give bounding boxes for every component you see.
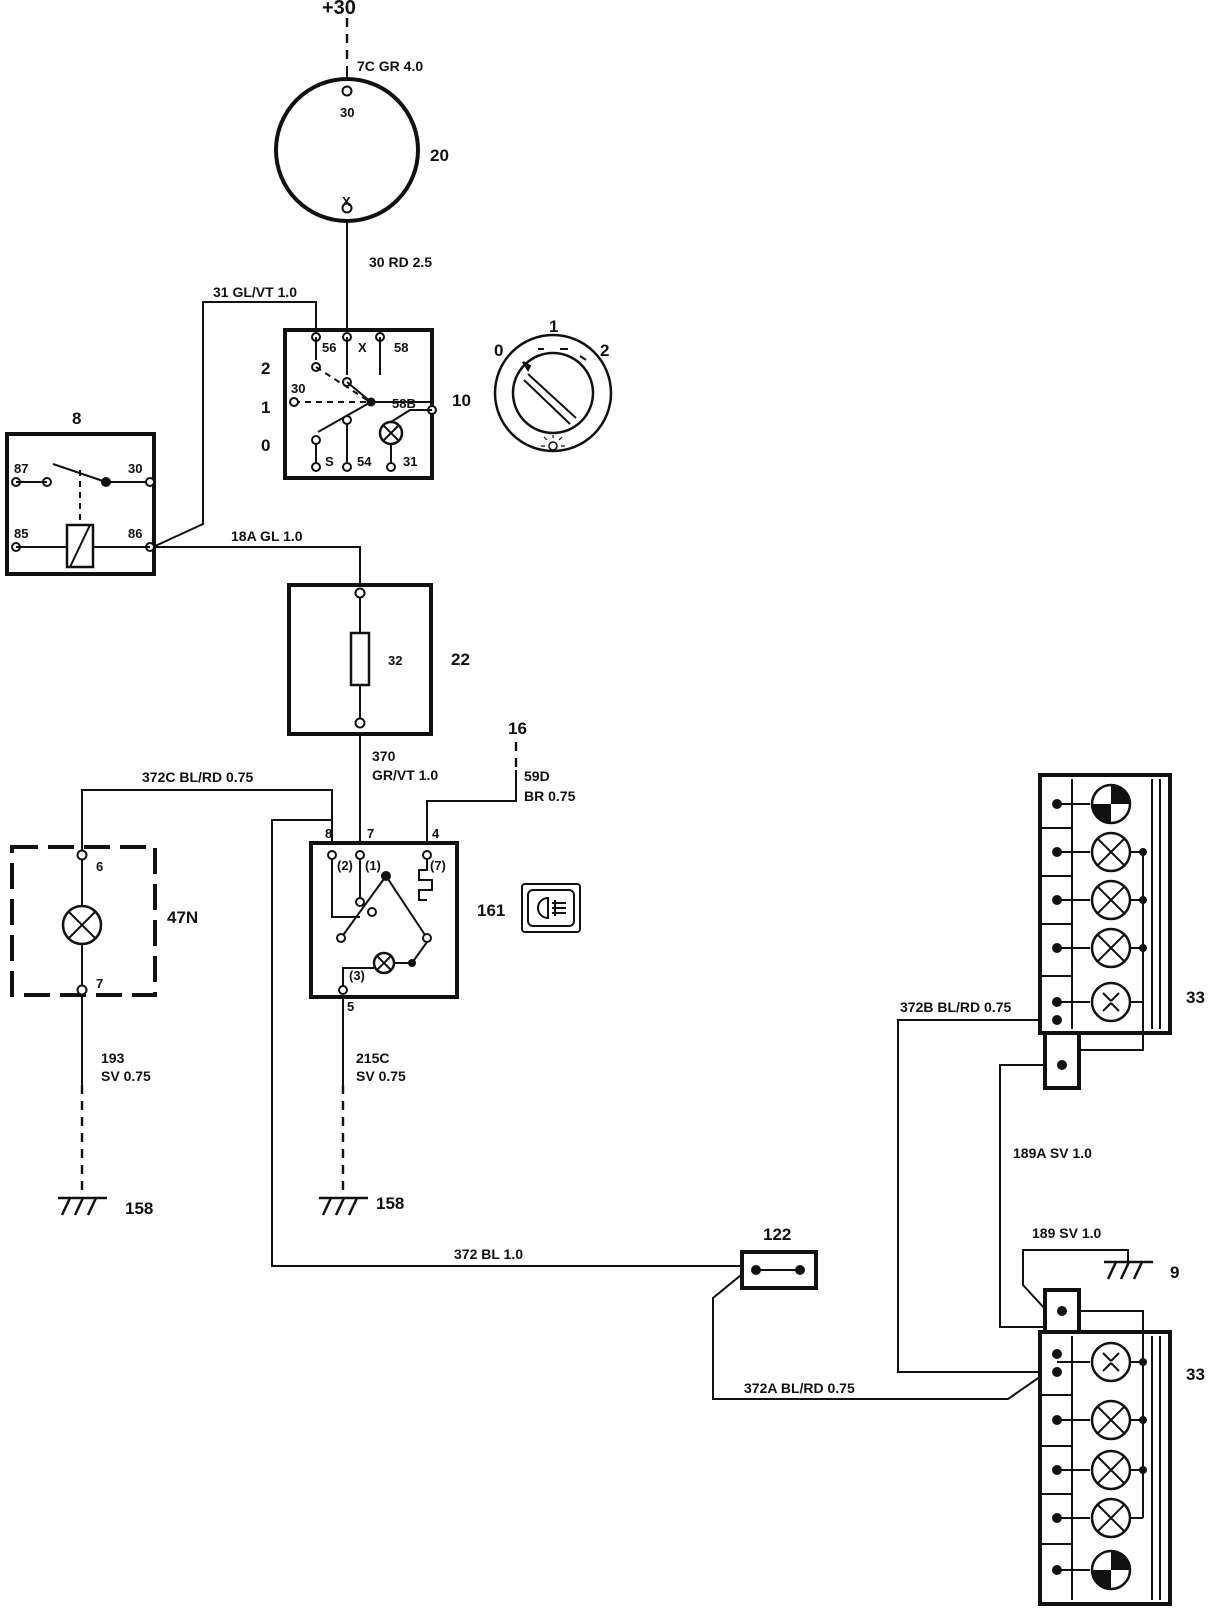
- label-30-rd: 30 RD 2.5: [369, 254, 432, 270]
- ground-mid-ref: 158: [376, 1194, 404, 1213]
- ground-left-ref: 158: [125, 1199, 153, 1218]
- label-193: 193: [101, 1050, 125, 1066]
- rotary-pos-1: 1: [549, 317, 558, 336]
- rear-fog-lamp-icon: [521, 883, 581, 933]
- fog-switch-inner-3: (3): [349, 968, 365, 983]
- fog-switch-pin-8: 8: [325, 826, 332, 841]
- connector-ref: 122: [763, 1225, 791, 1244]
- fuse-box-ref: 22: [451, 650, 470, 669]
- light-switch-pin-54: 54: [357, 454, 372, 469]
- light-switch-pos-1: 1: [261, 398, 270, 417]
- ignition-pin-30: 30: [340, 105, 354, 120]
- fog-switch-ref: 161: [477, 901, 505, 920]
- ground-left: 158: [58, 1196, 153, 1218]
- supply-label: +30: [322, 0, 356, 19]
- ignition-switch: 30 X 20: [274, 77, 449, 223]
- light-switch-pin-31: 31: [403, 454, 417, 469]
- light-switch-pin-30: 30: [291, 381, 305, 396]
- rear-lamp-lower: 33: [1038, 1288, 1205, 1606]
- rotary-pos-2: 2: [600, 341, 609, 360]
- ignition-terminal-30: [341, 85, 353, 97]
- label-59d-spec: BR 0.75: [524, 788, 576, 804]
- label-372b: 372B BL/RD 0.75: [900, 999, 1011, 1015]
- fuse-element: [349, 631, 371, 687]
- relay-ref: 8: [72, 409, 81, 428]
- connector-122: 122: [740, 1225, 818, 1290]
- light-switch: 56 X 58 30 58B S 54 31 2 1 0 10: [261, 328, 471, 480]
- indicator-pin-6: 6: [96, 859, 103, 874]
- light-switch-ref: 10: [452, 391, 471, 410]
- label-215c: 215C: [356, 1050, 389, 1066]
- label-372a: 372A BL/RD 0.75: [744, 1380, 855, 1396]
- rotary-pos-0: 0: [494, 341, 503, 360]
- wire-372a: [712, 1265, 1058, 1400]
- ground-mid: 158: [319, 1194, 404, 1216]
- ground-right-ref: 9: [1170, 1263, 1179, 1282]
- label-189a: 189A SV 1.0: [1013, 1145, 1092, 1161]
- ignition-ref: 20: [430, 146, 449, 165]
- label-215c-spec: SV 0.75: [356, 1068, 406, 1084]
- label-7c: 7C GR 4.0: [357, 58, 423, 74]
- label-372-bl: 372 BL 1.0: [454, 1246, 523, 1262]
- label-193-spec: SV 0.75: [101, 1068, 151, 1084]
- fog-switch-pin-4: 4: [432, 826, 440, 841]
- relay: 87 30 85 86 8: [5, 409, 156, 576]
- light-switch-pin-56: 56: [322, 340, 336, 355]
- rear-lamp-upper-ref: 33: [1186, 988, 1205, 1007]
- rear-lamp-upper: 33: [1038, 773, 1205, 1090]
- label-189: 189 SV 1.0: [1032, 1225, 1101, 1241]
- fog-switch-inner-1: (1): [365, 858, 381, 873]
- relay-pin-85: 85: [14, 526, 28, 541]
- label-59d: 59D: [524, 768, 550, 784]
- indicator-lamp: 6 7 47N: [10, 845, 198, 997]
- relay-pin-30: 30: [128, 461, 142, 476]
- rear-lamp-lower-ref: 33: [1186, 1365, 1205, 1384]
- fog-switch-inner-7: (7): [430, 858, 446, 873]
- wire-labels: +30 7C GR 4.0 30 RD 2.5 31 GL/VT 1.0 18A…: [101, 0, 1101, 1396]
- indicator-ref: 47N: [167, 908, 198, 927]
- wire-372b: [897, 1019, 1057, 1373]
- label-370: 370: [372, 748, 396, 764]
- light-switch-pin-x: X: [358, 340, 367, 355]
- indicator-pin-7: 7: [96, 976, 103, 991]
- relay-pin-86: 86: [128, 526, 142, 541]
- ref-16: 16: [508, 719, 527, 738]
- relay-pin-87: 87: [14, 461, 28, 476]
- label-31-glvt: 31 GL/VT 1.0: [213, 284, 297, 300]
- light-switch-pos-2: 2: [261, 359, 270, 378]
- rotary-switch-symbol: 1 0 2: [493, 317, 613, 453]
- wire-372-bl: [271, 819, 752, 1267]
- wires: [80, 18, 1129, 1400]
- fog-switch-pin-7: 7: [367, 826, 374, 841]
- light-switch-pin-s: S: [325, 454, 334, 469]
- light-switch-pos-0: 0: [261, 436, 270, 455]
- fuse-number: 32: [388, 653, 402, 668]
- ground-right: 9: [1104, 1260, 1179, 1282]
- ignition-terminal-x: [341, 202, 353, 214]
- ignition-pin-x: X: [342, 194, 351, 209]
- fog-switch-inner-2: (2): [337, 858, 353, 873]
- wire-31-glvt: [152, 301, 317, 548]
- label-18a: 18A GL 1.0: [231, 528, 303, 544]
- label-370-spec: GR/VT 1.0: [372, 767, 438, 783]
- wire-189: [1022, 1249, 1129, 1323]
- rear-fog-switch: 8 7 4 5 (2) (1) (7) (3) 161: [309, 826, 581, 1014]
- light-switch-pin-58b: 58B: [392, 396, 416, 411]
- fuse-box: 32 22: [287, 583, 470, 736]
- label-372c: 372C BL/RD 0.75: [142, 769, 253, 785]
- wire-189a: [999, 1064, 1057, 1328]
- light-switch-pin-58: 58: [394, 340, 408, 355]
- fog-switch-pin-5: 5: [347, 999, 354, 1014]
- wire-18a: [153, 546, 361, 593]
